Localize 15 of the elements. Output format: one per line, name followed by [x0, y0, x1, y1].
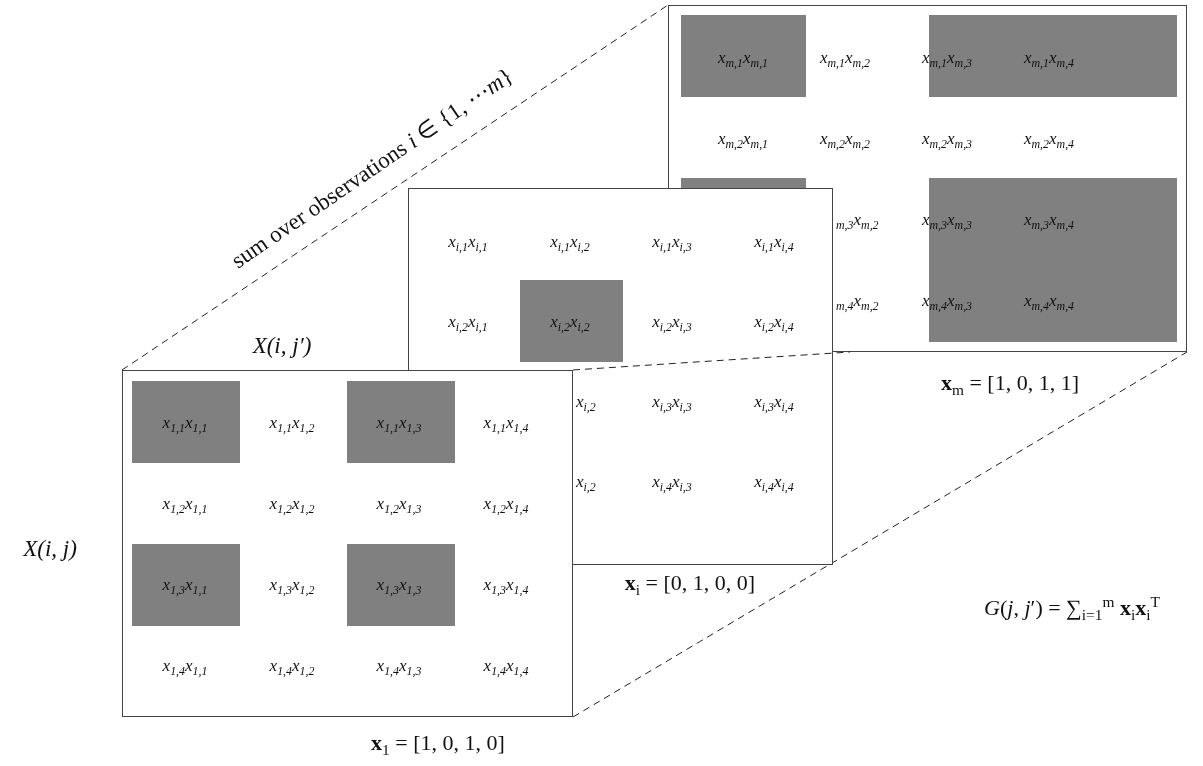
- axis-label: X(i, j): [23, 536, 77, 560]
- highlighted-cell: [132, 544, 240, 626]
- highlighted-cell: [132, 381, 240, 463]
- highlighted-cell: [681, 15, 806, 97]
- perspective-line: [572, 351, 851, 371]
- highlighted-cell: [520, 280, 623, 362]
- highlighted-cell: [347, 544, 455, 626]
- vector-label: x$_{1}$ = [1, 0, 1, 0]: [371, 730, 505, 756]
- vector-label: x$_{i}$ = [0, 1, 0, 0]: [624, 570, 756, 596]
- highlighted-cell: [347, 381, 455, 463]
- axis-label: X(i, j′): [252, 333, 312, 357]
- perspective-line: [121, 4, 669, 371]
- perspective-line: [572, 351, 1188, 718]
- vector-label: x$_{m}$ = [1, 0, 1, 1]: [941, 370, 1079, 396]
- shaded-cell: [681, 178, 806, 188]
